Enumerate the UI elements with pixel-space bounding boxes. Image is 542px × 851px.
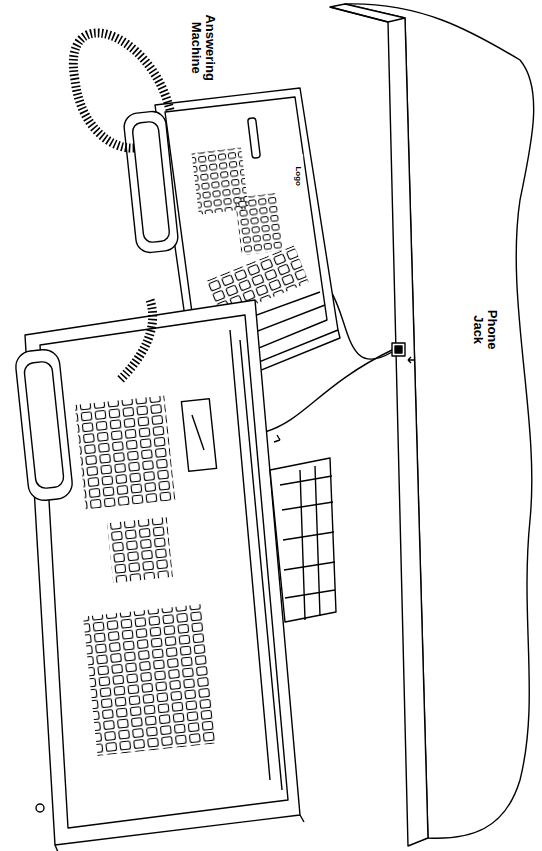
phone-cord — [330, 290, 392, 359]
device-label: Answering Machine — [188, 6, 217, 90]
coiled-cord — [120, 300, 153, 380]
fax-machine — [14, 300, 336, 851]
device-label: Phone Jack — [470, 303, 499, 357]
desk — [330, 4, 534, 846]
logo-text: Logo — [293, 154, 303, 198]
phone-cord — [265, 350, 392, 432]
phone-jack — [392, 343, 414, 363]
coiled-cord — [73, 33, 170, 148]
